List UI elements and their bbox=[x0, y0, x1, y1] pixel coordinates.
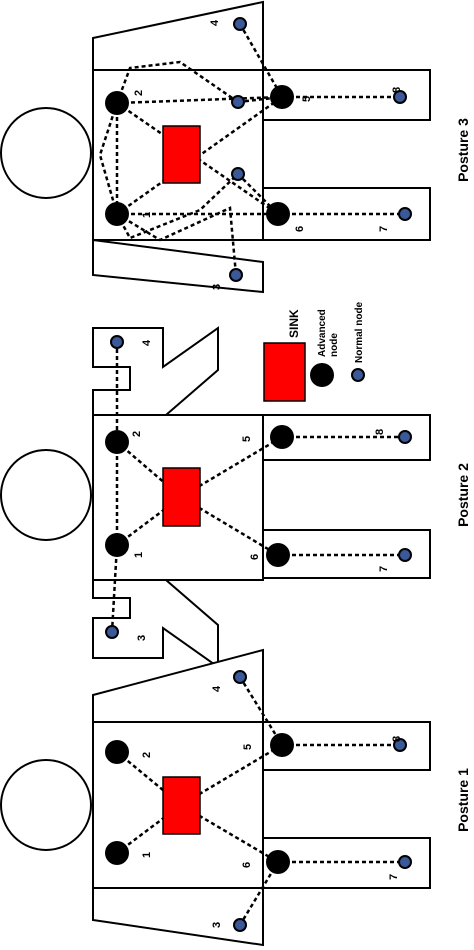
label-2: 2 bbox=[133, 90, 145, 96]
legend-sink-icon bbox=[263, 342, 306, 402]
legend-advanced-line1: Advanced bbox=[317, 309, 328, 357]
arm-lower bbox=[92, 887, 264, 947]
label-6: 6 bbox=[249, 554, 261, 560]
label-4: 4 bbox=[209, 19, 221, 26]
posture-title: Posture 1 bbox=[455, 768, 471, 832]
legend-advanced-line2: node bbox=[329, 333, 340, 357]
sink-node bbox=[162, 125, 201, 184]
arm-upper bbox=[92, 648, 264, 723]
normal-node-7 bbox=[398, 548, 412, 562]
label-4: 4 bbox=[211, 685, 223, 692]
normal-node-8 bbox=[393, 738, 407, 752]
label-2: 2 bbox=[141, 752, 153, 758]
advanced-node-1 bbox=[105, 533, 129, 557]
legend-normal-icon bbox=[351, 368, 365, 382]
legend-normal-label: Normal node bbox=[354, 301, 365, 363]
normal-node-4 bbox=[233, 670, 247, 684]
label-7: 7 bbox=[378, 226, 390, 232]
label-6: 6 bbox=[241, 862, 253, 868]
normal-node-7 bbox=[398, 207, 412, 221]
label-2: 2 bbox=[131, 431, 143, 437]
advanced-node-2 bbox=[105, 91, 129, 115]
advanced-node-1 bbox=[105, 841, 129, 865]
label-8: 8 bbox=[391, 736, 403, 742]
normal-node-8 bbox=[398, 430, 412, 444]
posture-2: 4 2 1 3 5 8 6 7 Posture 2 bbox=[0, 326, 471, 669]
normal-node-7 bbox=[398, 855, 412, 869]
arm-lower bbox=[92, 238, 264, 294]
advanced-node-1 bbox=[105, 202, 129, 226]
label-4: 4 bbox=[141, 339, 153, 346]
label-8: 8 bbox=[391, 87, 403, 93]
label-3: 3 bbox=[211, 284, 223, 290]
label-1: 1 bbox=[133, 552, 145, 558]
label-3: 3 bbox=[211, 922, 223, 928]
label-5: 5 bbox=[242, 744, 254, 750]
label-1: 1 bbox=[141, 852, 153, 858]
head bbox=[0, 759, 92, 851]
posture-title: Posture 3 bbox=[455, 118, 471, 182]
label-1: 1 bbox=[141, 212, 153, 218]
label-6: 6 bbox=[294, 226, 306, 232]
posture-1: 4 2 1 5 8 6 7 3 Posture 1 bbox=[0, 648, 471, 947]
advanced-node-2 bbox=[105, 430, 129, 454]
legend: SINK Advanced node Normal node bbox=[263, 301, 365, 402]
sink-node bbox=[162, 776, 201, 835]
label-7: 7 bbox=[388, 874, 400, 880]
head bbox=[0, 107, 92, 199]
advanced-node-6 bbox=[266, 850, 290, 874]
label-3: 3 bbox=[136, 635, 148, 641]
normal-node-4 bbox=[110, 335, 124, 349]
sink-node bbox=[162, 467, 201, 527]
label-5: 5 bbox=[301, 96, 313, 102]
normal-node-8 bbox=[393, 90, 407, 104]
advanced-node-2 bbox=[105, 740, 129, 764]
arm-lower bbox=[92, 579, 219, 669]
legend-sink-label: SINK bbox=[287, 309, 301, 338]
posture-title: Posture 2 bbox=[455, 463, 471, 527]
posture-3: 4 2 1 5 8 6 7 3 Posture 3 bbox=[0, 0, 471, 294]
advanced-node-5 bbox=[270, 85, 294, 109]
advanced-node-6 bbox=[266, 543, 290, 567]
advanced-node-5 bbox=[270, 425, 294, 449]
advanced-node-6 bbox=[266, 202, 290, 226]
label-8: 8 bbox=[374, 429, 386, 435]
normal-node-3 bbox=[229, 268, 243, 282]
legend-advanced-icon bbox=[310, 363, 334, 387]
normal-node-3 bbox=[233, 918, 247, 932]
label-5: 5 bbox=[241, 436, 253, 442]
normal-node-3 bbox=[105, 625, 119, 639]
label-7: 7 bbox=[378, 566, 390, 572]
normal-node-extra-b bbox=[231, 167, 245, 181]
advanced-node-5 bbox=[270, 733, 294, 757]
head bbox=[0, 449, 92, 541]
normal-node-extra-a bbox=[231, 95, 245, 109]
arm-upper bbox=[92, 0, 264, 71]
normal-node-4 bbox=[233, 17, 247, 31]
